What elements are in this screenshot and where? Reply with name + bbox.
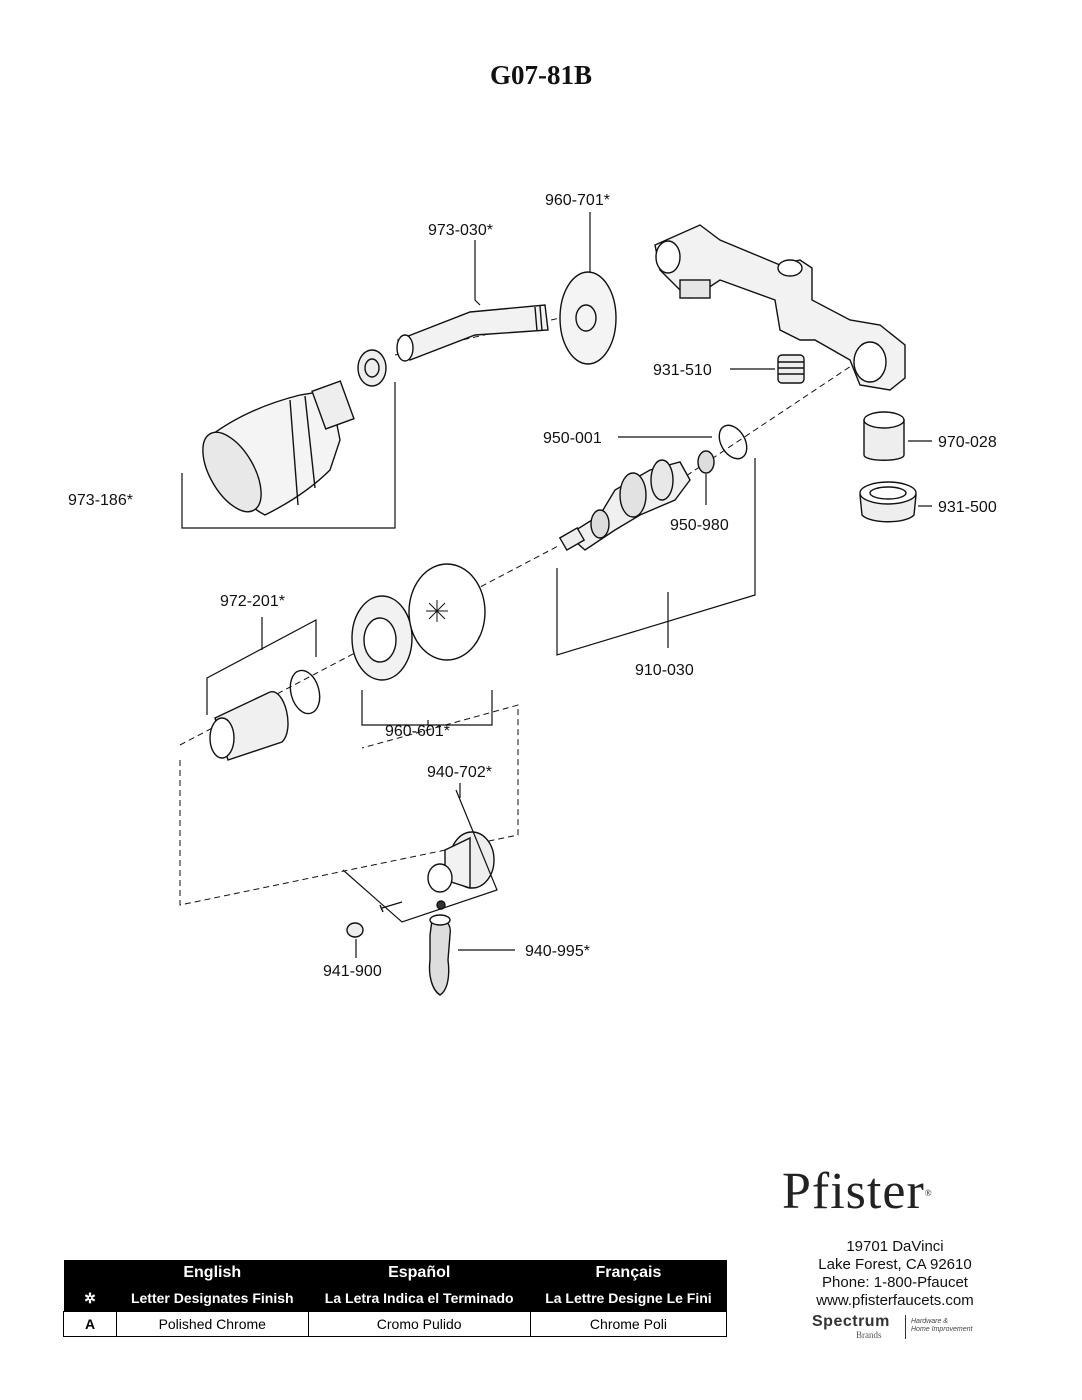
legend-lang-french: Français	[530, 1260, 727, 1285]
adapter-970-028-part	[863, 411, 905, 461]
legend-lang-spanish: Español	[308, 1260, 531, 1285]
label-960-601: 960-601*	[385, 723, 450, 740]
label-950-001: 950-001	[543, 430, 602, 447]
part-labels: 960-701* 973-030* 931-510 950-001 970-02…	[68, 192, 997, 980]
phone-number: Phone: 1-800-Pfaucet	[822, 1274, 968, 1291]
cartridge-910-030-part	[558, 459, 691, 552]
button-941-900-part	[346, 922, 364, 938]
spectrum-tagline-1: Hardware &	[911, 1318, 948, 1325]
lever-handle-940-995-part	[428, 900, 452, 996]
label-960-701: 960-701*	[545, 192, 610, 209]
o-ring-950-001-part	[718, 424, 748, 460]
website-url: www.pfisterfaucets.com	[816, 1292, 974, 1309]
label-973-030: 973-030*	[428, 222, 493, 239]
brand-name: Pfister	[782, 1163, 925, 1220]
legend-finish-french: Chrome Poli	[529, 1311, 728, 1337]
spectrum-sub: Brands	[856, 1330, 882, 1340]
registered-mark: ®	[924, 1188, 933, 1198]
logo-divider	[905, 1315, 906, 1339]
label-973-186: 973-186*	[68, 492, 133, 509]
address-city: Lake Forest, CA 92610	[818, 1256, 972, 1273]
shower-arm-part	[396, 304, 549, 362]
legend-finish-spanish: Cromo Pulido	[307, 1311, 531, 1337]
handle-base-940-702-part	[379, 831, 495, 913]
nut-931-500-part	[859, 481, 917, 523]
valve-body-part	[654, 224, 906, 391]
spectrum-tagline: Hardware & Home Improvement	[911, 1318, 972, 1334]
label-910-030: 910-030	[635, 662, 694, 679]
label-972-201: 972-201*	[220, 593, 285, 610]
label-931-500: 931-500	[938, 499, 997, 516]
finish-legend-table: English Español Français ✲ Letter Design…	[63, 1260, 728, 1337]
address-street: 19701 DaVinci	[846, 1238, 944, 1255]
legend-blank-cell	[63, 1260, 117, 1285]
legend-finish-letter: A	[63, 1311, 117, 1337]
legend-finish-english: Polished Chrome	[116, 1311, 309, 1337]
label-940-995: 940-995*	[525, 943, 590, 960]
nipple-931-510-part	[777, 354, 805, 384]
label-941-900: 941-900	[323, 963, 382, 980]
label-931-510: 931-510	[653, 362, 712, 379]
shower-nut-part	[357, 349, 387, 387]
label-970-028: 970-028	[938, 434, 997, 451]
model-title: G07-81B	[489, 60, 592, 90]
arm-flange-part	[559, 271, 617, 365]
shower-head-part	[202, 380, 355, 516]
legend-description-row: ✲ Letter Designates Finish La Letra Indi…	[63, 1285, 727, 1312]
leader-lines	[181, 212, 932, 958]
legend-language-row: English Español Français	[63, 1260, 727, 1285]
label-950-980: 950-980	[670, 517, 729, 534]
spectrum-name: Spectrum	[812, 1313, 890, 1330]
company-address: 19701 DaVinci Lake Forest, CA 92610 Phon…	[790, 1238, 1000, 1310]
sleeve-972-201-part	[209, 669, 321, 761]
legend-desc-english: Letter Designates Finish	[116, 1285, 309, 1312]
seat-950-980-part	[697, 450, 715, 474]
escutcheon-960-601-part	[351, 563, 486, 681]
spectrum-brands-logo: Spectrum Brands Hardware & Home Improvem…	[812, 1313, 1002, 1343]
legend-finish-row: A Polished Chrome Cromo Pulido Chrome Po…	[63, 1311, 728, 1337]
legend-desc-french: La Lettre Designe Le Fini	[530, 1285, 727, 1312]
legend-desc-spanish: La Letra Indica el Terminado	[308, 1285, 531, 1312]
brand-logo: Pfister®	[782, 1162, 933, 1221]
legend-lang-english: English	[116, 1260, 309, 1285]
legend-symbol-icon: ✲	[63, 1285, 117, 1312]
label-940-702: 940-702*	[427, 764, 492, 781]
spectrum-tagline-2: Home Improvement	[911, 1326, 973, 1333]
